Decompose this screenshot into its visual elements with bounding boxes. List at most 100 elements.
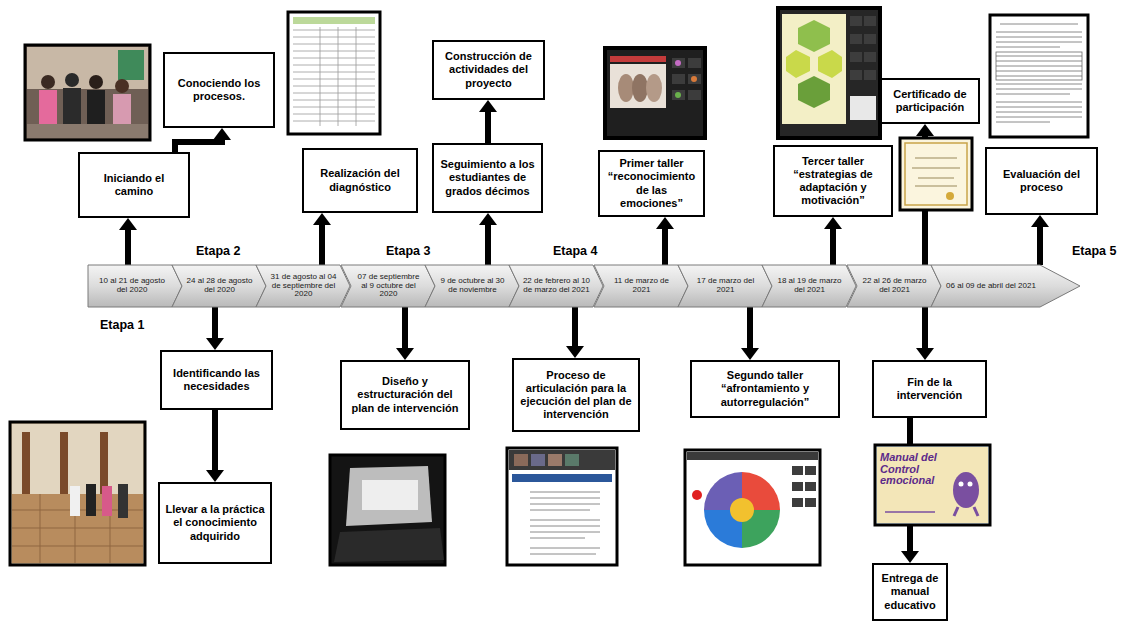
chart-center bbox=[730, 498, 754, 522]
screenshot-tile bbox=[688, 58, 701, 68]
milestone-box: Evaluación del proceso bbox=[985, 147, 1098, 215]
screenshot-face bbox=[618, 74, 634, 102]
screenshot-shape bbox=[798, 76, 830, 108]
screenshot-tile bbox=[672, 90, 685, 100]
document-table bbox=[996, 52, 1082, 80]
certificate-lines bbox=[912, 158, 960, 186]
screenshot-face bbox=[632, 74, 648, 102]
milestone-box: Fin de la intervención bbox=[872, 360, 987, 418]
stage-label: Etapa 5 bbox=[1072, 244, 1116, 258]
screenshot-slide bbox=[782, 14, 846, 124]
screenshot-tile bbox=[792, 466, 803, 475]
document-diagnostico bbox=[288, 12, 380, 134]
document-evaluacion bbox=[990, 15, 1088, 137]
photo-person bbox=[113, 94, 131, 124]
laptop-screen bbox=[346, 466, 432, 526]
timeline-arrow bbox=[212, 307, 218, 338]
date-text: 11 de marzo de 2021 bbox=[607, 277, 676, 295]
milestone-text: Conociendo los procesos. bbox=[170, 77, 268, 103]
screenshot-shape bbox=[786, 50, 810, 78]
date-text: 9 de octubre al 30 de noviembre bbox=[438, 277, 507, 295]
milestone-box: Segundo taller “afrontamiento y autorreg… bbox=[690, 360, 840, 418]
segment-text-area: 18 al 19 de marzo del 2021 bbox=[775, 265, 844, 307]
chevron-outline bbox=[88, 265, 182, 307]
milestone-box: Realización del diagnóstico bbox=[302, 148, 418, 213]
screenshot-bar bbox=[687, 452, 818, 460]
manual-legs bbox=[954, 507, 978, 516]
milestone-text: Segundo taller “afrontamiento y autorreg… bbox=[697, 369, 833, 409]
stage-label: Etapa 1 bbox=[100, 318, 144, 332]
certificate-image bbox=[900, 138, 972, 210]
milestone-box: Proceso de articulación para la ejecució… bbox=[512, 358, 640, 432]
milestone-text: Proceso de articulación para la ejecució… bbox=[519, 369, 633, 422]
date-segment: 11 de marzo de 2021 bbox=[594, 265, 688, 307]
date-segment: 31 de agosto al 04 de septiembre del 202… bbox=[256, 265, 350, 307]
photo-hall bbox=[10, 422, 145, 565]
screenshot-tercer-taller bbox=[778, 8, 880, 138]
manual-frame bbox=[875, 445, 990, 525]
photo-floor bbox=[27, 124, 148, 138]
milestone-box: Entrega de manual educativo bbox=[872, 563, 948, 621]
milestone-text: Fin de la intervención bbox=[879, 376, 980, 402]
photo-frame bbox=[25, 45, 150, 140]
date-text: 22 de febrero al 10 de marzo del 2021 bbox=[522, 277, 591, 295]
milestone-text: Evaluación del proceso bbox=[992, 168, 1091, 194]
timeline-arrow bbox=[572, 307, 578, 346]
photo-wall bbox=[12, 424, 143, 494]
chart-dot bbox=[692, 490, 702, 500]
date-segment: 07 de septiembre al 9 octubre del 2020 bbox=[341, 265, 435, 307]
photo-person bbox=[65, 73, 79, 87]
manual-eye bbox=[968, 482, 973, 487]
date-segment: 22 al 26 de marzo del 2021 bbox=[847, 265, 941, 307]
document-frame bbox=[990, 15, 1088, 137]
timeline-arrow bbox=[747, 307, 753, 348]
screenshot-frame bbox=[507, 448, 617, 565]
segment-text-area: 11 de marzo de 2021 bbox=[607, 265, 676, 307]
timeline-arrow bbox=[212, 410, 218, 470]
chevron-outline bbox=[341, 265, 435, 307]
laptop-keyboard bbox=[334, 528, 444, 562]
segment-text-area: 07 de septiembre al 9 octubre del 2020 bbox=[354, 265, 423, 307]
screenshot-tile bbox=[531, 454, 545, 466]
segment-text-area: 22 de febrero al 10 de marzo del 2021 bbox=[522, 265, 591, 307]
manual-eye bbox=[959, 482, 964, 487]
screenshot-ribbon bbox=[512, 474, 612, 482]
chevron-outline bbox=[678, 265, 772, 307]
chevron-outline bbox=[594, 265, 688, 307]
screenshot-tile bbox=[672, 74, 685, 84]
screenshot-shape bbox=[818, 50, 842, 78]
photo-team bbox=[25, 45, 150, 140]
screenshot-tile bbox=[805, 482, 816, 491]
photo-person bbox=[115, 79, 129, 93]
photo-person bbox=[63, 88, 81, 124]
screenshot-tile bbox=[792, 498, 803, 507]
milestone-box: Certificado de participación bbox=[880, 78, 980, 124]
screenshot-shape bbox=[798, 20, 830, 52]
screenshot-frame bbox=[778, 8, 880, 138]
milestone-text: Realización del diagnóstico bbox=[309, 167, 411, 193]
stage-label: Etapa 4 bbox=[553, 244, 597, 258]
timeline-arrow bbox=[830, 229, 836, 265]
screenshot-frame bbox=[605, 48, 705, 138]
segment-text-area: 10 al 21 de agosto del 2020 bbox=[94, 265, 170, 307]
screenshot-tile bbox=[864, 70, 876, 80]
date-segment: 18 al 19 de marzo del 2021 bbox=[762, 265, 856, 307]
screenshot-tile bbox=[850, 52, 862, 62]
photo-door bbox=[118, 50, 144, 80]
date-text: 22 al 26 de marzo del 2021 bbox=[860, 277, 929, 295]
manual-ground bbox=[877, 447, 988, 523]
certificate-seal bbox=[946, 192, 954, 200]
screenshot-avatar bbox=[691, 76, 697, 82]
milestone-box: Iniciando el camino bbox=[78, 152, 190, 218]
date-text: 31 de agosto al 04 de septiembre del 202… bbox=[269, 273, 338, 299]
date-segment: 10 al 21 de agosto del 2020 bbox=[88, 265, 182, 307]
cover-title: Manual del Control emocional bbox=[880, 452, 952, 487]
stage-label: Etapa 3 bbox=[386, 244, 430, 258]
photo-laptop bbox=[330, 455, 445, 565]
timeline-arrow bbox=[922, 307, 928, 348]
certificate-frame bbox=[900, 138, 972, 210]
timeline-arrow bbox=[175, 140, 222, 152]
date-segment: 06 al 09 de abril del 2021 bbox=[931, 265, 1080, 307]
screenshot-tile bbox=[850, 16, 862, 26]
